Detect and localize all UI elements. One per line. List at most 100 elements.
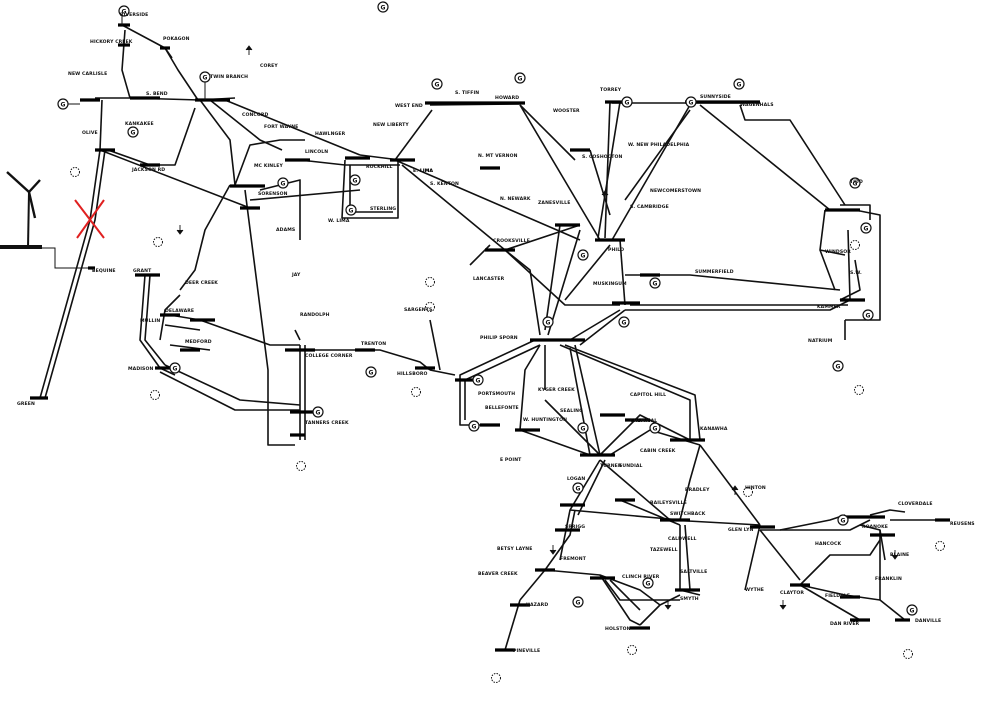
bus-label: GREEN xyxy=(17,401,35,407)
svg-text:G: G xyxy=(836,364,841,371)
svg-text:G: G xyxy=(435,82,440,89)
bus-label: HANCOCK xyxy=(815,541,841,547)
svg-text:G: G xyxy=(576,486,581,493)
bus-label: SARGENTS xyxy=(404,307,432,313)
bus-label: MUSKINGUM xyxy=(593,281,627,287)
bus-label: WAGENHALS xyxy=(740,102,774,108)
svg-text:G: G xyxy=(737,82,742,89)
bus-label: HINTON xyxy=(745,485,766,491)
bus-label: KANKAKEE xyxy=(125,121,154,127)
bus-label: ZANESVILLE xyxy=(538,200,570,206)
bus-label: LIMA xyxy=(420,168,434,174)
bus-label: ROCKHILL xyxy=(366,164,393,170)
bus-label: CAPITOL HILL xyxy=(630,392,666,398)
bus-label: HAWLNGER xyxy=(315,131,346,137)
bus-label: BETSY LAYNE xyxy=(497,546,532,552)
bus-label: WEST END xyxy=(395,103,423,109)
bus-label: LINCOLN xyxy=(305,149,328,155)
svg-text:G: G xyxy=(476,378,481,385)
generator-icon: G xyxy=(685,96,697,108)
bus-label: CLAYTOR xyxy=(780,590,804,596)
generator-icon: G xyxy=(849,177,861,189)
svg-text:G: G xyxy=(866,313,871,320)
bus-label: COLLEGE CORNER xyxy=(305,353,353,359)
bus-label: S. KENTON xyxy=(430,181,459,187)
svg-text:G: G xyxy=(316,410,321,417)
bus-label: KANAWHA xyxy=(700,426,728,432)
bus-label: N. NEWARK xyxy=(500,196,531,202)
bus-label: HILLSBORO xyxy=(397,371,427,377)
bus-label: HOLSTON xyxy=(605,626,631,632)
bus-label: BRADLEY xyxy=(685,487,710,493)
svg-text:G: G xyxy=(518,76,523,83)
generator-icon: G xyxy=(169,362,181,374)
line-outage-x-icon xyxy=(74,199,105,239)
generator-icon: G xyxy=(199,71,211,100)
generator-icon: G xyxy=(572,482,584,494)
bus-label: LOGAN xyxy=(567,476,585,482)
svg-text:G: G xyxy=(864,226,869,233)
bus-labels: RIVERSIDE POKAGON HICKORY CREEK TWIN BRA… xyxy=(17,12,975,654)
bus-label: HAZARD xyxy=(526,602,548,608)
generator-icon: G xyxy=(618,316,630,328)
generator-icon: G xyxy=(577,249,589,261)
generator-icon: G xyxy=(277,177,289,189)
svg-text:G: G xyxy=(581,253,586,260)
bus-label: TWIN BRANCH xyxy=(210,74,248,80)
svg-text:G: G xyxy=(646,581,651,588)
svg-text:G: G xyxy=(369,370,374,377)
bus-label: MEDFORD xyxy=(185,339,212,345)
bus-label: TRENTON xyxy=(361,341,386,347)
generator-icon: G xyxy=(127,126,139,138)
bus-label: PORTSMOUTH xyxy=(478,391,515,397)
generator-icon: G xyxy=(860,222,872,234)
bus-label: OLIVE xyxy=(82,130,98,136)
bus-label: LANCASTER xyxy=(473,276,505,282)
svg-text:G: G xyxy=(131,130,136,137)
bus-label: TIDD xyxy=(850,179,863,185)
bus-label: MULLIN xyxy=(140,318,160,324)
generator-icon: G xyxy=(514,72,526,84)
svg-text:G: G xyxy=(653,426,658,433)
bus-label: DEER CREEK xyxy=(185,280,218,286)
bus-label: BEQUINE xyxy=(92,268,116,274)
bus-label: CROOKSVILLE xyxy=(493,238,530,244)
generator-icon: G xyxy=(906,604,918,616)
bus-label: CLOVERDALE xyxy=(898,501,933,507)
bus-label: CHEMICAL xyxy=(630,418,657,424)
generator-icon: G xyxy=(649,422,661,434)
svg-text:G: G xyxy=(853,181,858,188)
generator-icon: G xyxy=(642,577,654,589)
generator-icon: G xyxy=(472,374,484,386)
svg-text:G: G xyxy=(173,366,178,373)
bus-label: DAN RIVER xyxy=(830,621,860,627)
svg-text:G: G xyxy=(122,9,127,16)
generator-icon: G xyxy=(621,96,633,108)
svg-text:G: G xyxy=(576,600,581,607)
generator-icon: G xyxy=(733,78,745,90)
bus-label: STERLING xyxy=(370,206,396,212)
bus-label: FRANKLIN xyxy=(875,576,902,582)
bus-label: RANDOLPH xyxy=(300,312,330,318)
bus-label: S. BEND xyxy=(146,91,168,97)
bus-label: NEWCOMERSTOWN xyxy=(650,188,701,194)
svg-text:G: G xyxy=(381,5,386,12)
bus-label: NEW LIBERTY xyxy=(373,122,409,128)
svg-text:G: G xyxy=(910,608,915,615)
bus-label: WOOSTER xyxy=(553,108,580,114)
generator-icon: G xyxy=(572,596,584,608)
bus-label: PHILO xyxy=(608,247,624,253)
svg-text:G: G xyxy=(546,320,551,327)
svg-text:G: G xyxy=(203,75,208,82)
bus-label: KAMMER xyxy=(817,304,841,310)
generator-icon: G xyxy=(365,366,377,378)
svg-text:G: G xyxy=(625,100,630,107)
bus-label: S. TIFFIN xyxy=(455,90,479,96)
svg-text:G: G xyxy=(353,178,358,185)
svg-text:G: G xyxy=(281,181,286,188)
svg-text:G: G xyxy=(472,424,477,431)
bus-label: NATRIUM xyxy=(808,338,833,344)
bus-label: SEALING xyxy=(560,408,583,414)
bus-label: CALDWELL xyxy=(668,536,697,542)
